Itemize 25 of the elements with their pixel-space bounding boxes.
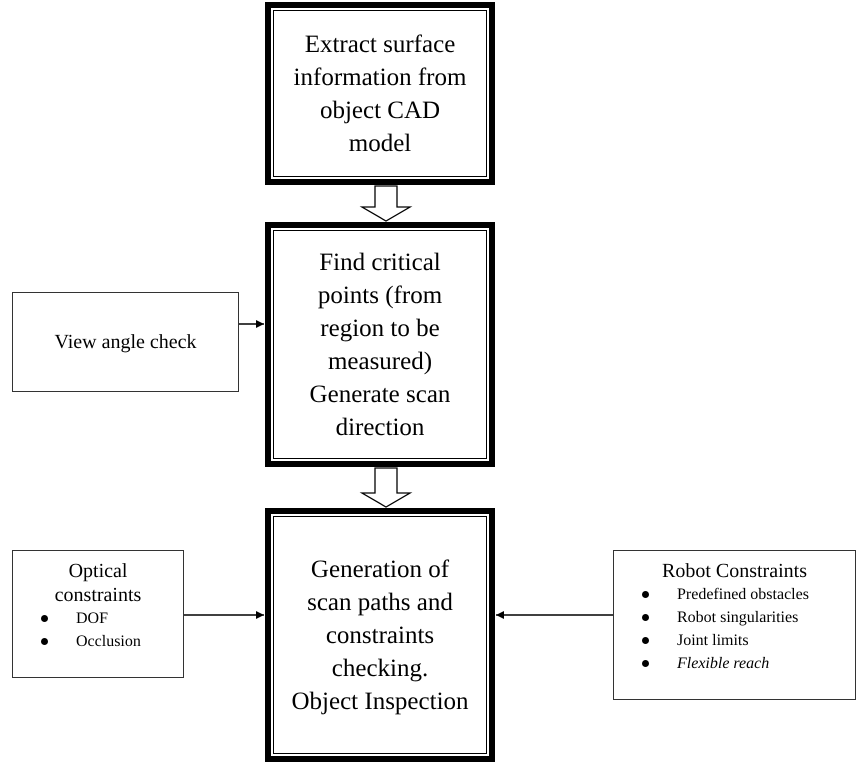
process-box xyxy=(265,222,495,467)
bullet-text: Joint limits xyxy=(677,631,749,651)
constraint-box xyxy=(613,550,856,700)
constraint-box xyxy=(12,550,184,678)
bullet-text: Flexible reach xyxy=(677,654,770,674)
bullet-text: Predefined obstacles xyxy=(677,585,809,605)
block-arrow xyxy=(360,185,412,222)
box-text: View angle check xyxy=(54,330,197,355)
box-text: Generate scan direction xyxy=(308,380,452,442)
box-heading: Robot Constraints xyxy=(662,559,807,583)
box-heading: Optical constraints xyxy=(54,559,142,607)
process-box xyxy=(265,508,495,762)
arrow xyxy=(496,611,613,619)
arrow xyxy=(184,611,264,619)
arrow xyxy=(239,320,264,328)
bullet-text: Robot singularities xyxy=(677,608,798,628)
bullet-text: DOF xyxy=(76,609,108,629)
box-text: Generation of scan paths and constraints checking. xyxy=(306,554,454,684)
input-box xyxy=(12,292,239,392)
bullet-text: Occlusion xyxy=(76,632,141,652)
box-text: Object Inspection xyxy=(291,686,469,716)
box-text: Find critical points (from region to be measured) xyxy=(316,248,444,376)
process-box xyxy=(265,2,495,185)
box-text: Extract surface information from object CAD model xyxy=(292,30,468,158)
block-arrow xyxy=(360,467,412,508)
